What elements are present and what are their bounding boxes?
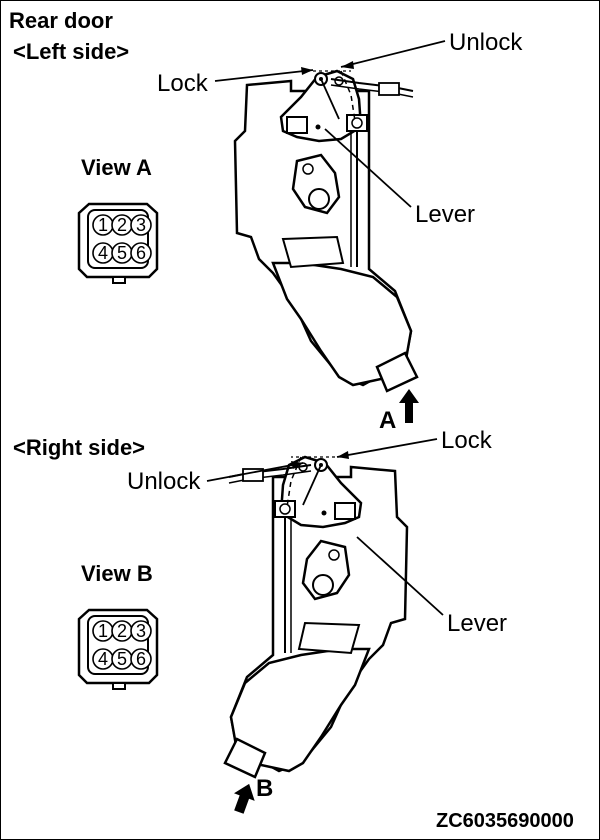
connector-view-a: 1 2 3 4 5 6: [77, 202, 159, 285]
pin-b-3: 3: [136, 621, 146, 641]
pin-a-4: 4: [98, 243, 108, 263]
leader-unlock-left: [340, 40, 446, 68]
lock-actuator-left: [233, 69, 419, 393]
leader-lever-right: [356, 536, 444, 616]
pin-a-5: 5: [117, 243, 127, 263]
pin-a-6: 6: [136, 243, 146, 263]
label-lock-left: Lock: [157, 70, 208, 97]
leader-lock-left: [214, 69, 314, 82]
pin-b-4: 4: [98, 649, 108, 669]
view-arrow-a: [399, 389, 419, 423]
leader-lever-left: [324, 128, 412, 208]
pin-b-2: 2: [117, 621, 127, 641]
heading-left-side: <Left side>: [13, 39, 130, 64]
label-view-b: View B: [81, 561, 153, 586]
label-lever-right: Lever: [447, 610, 508, 637]
pin-a-1: 1: [98, 215, 108, 235]
leader-lock-right: [336, 438, 438, 458]
pin-b-5: 5: [117, 649, 127, 669]
label-view-a: View A: [81, 155, 152, 180]
label-lock-right: Lock: [441, 427, 492, 454]
lock-actuator-right: [223, 455, 409, 779]
heading-rear-door: Rear door: [9, 8, 113, 33]
arrow-letter-b: B: [256, 775, 274, 802]
pin-b-6: 6: [136, 649, 146, 669]
pin-b-1: 1: [98, 621, 108, 641]
label-unlock-left: Unlock: [449, 29, 523, 56]
pin-a-3: 3: [136, 215, 146, 235]
connector-view-b: 1 2 3 4 5 6: [77, 608, 159, 691]
heading-right-side: <Right side>: [13, 435, 146, 460]
leader-unlock-right: [206, 462, 304, 482]
label-unlock-right: Unlock: [127, 468, 201, 495]
view-arrow-b: [234, 783, 255, 814]
arrow-letter-a: A: [379, 407, 397, 434]
pin-a-2: 2: [117, 215, 127, 235]
label-lever-left: Lever: [415, 201, 476, 228]
figure-code: ZC6035690000: [436, 810, 574, 832]
